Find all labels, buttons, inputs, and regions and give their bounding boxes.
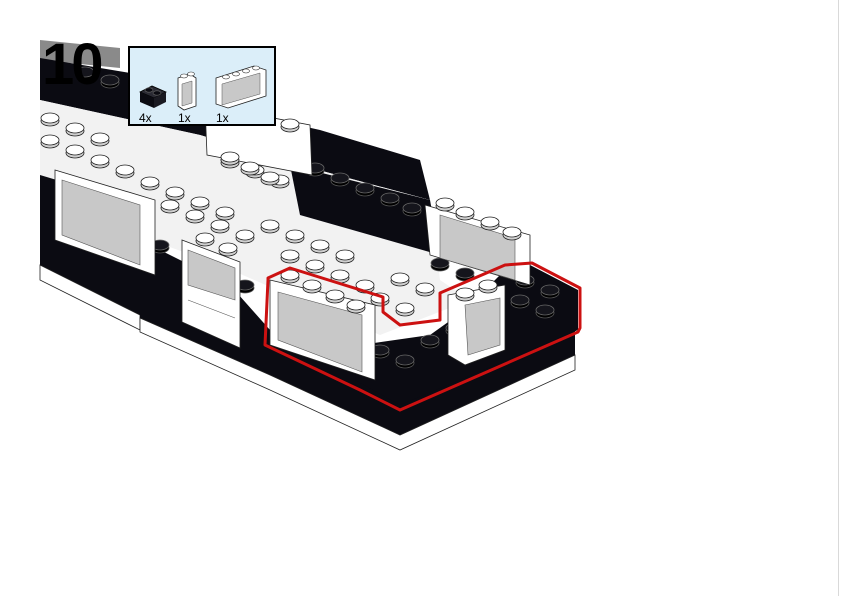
- base-white-plate: [139, 317, 576, 451]
- gray-wall-corner: [40, 40, 120, 68]
- parts-icons: [139, 65, 267, 111]
- part-quantity: 1x: [178, 111, 191, 125]
- new-window-1x2x2: [447, 279, 506, 366]
- new-window-1x4x2: [269, 269, 376, 381]
- left-window: [54, 169, 156, 276]
- white-floor-surface: [40, 100, 470, 335]
- part-quantity: 4x: [139, 111, 152, 125]
- door: [181, 232, 241, 349]
- part-quantity: 1x: [216, 111, 229, 125]
- step-number: 10: [42, 32, 103, 97]
- new-parts-highlight: [263, 261, 582, 412]
- parts-callout: 4x 1x 1x: [128, 46, 276, 126]
- middle-black-row: [290, 165, 440, 255]
- small-window-icon: [177, 71, 197, 111]
- page-edge-divider: [838, 0, 839, 596]
- front-black-base: [140, 240, 575, 435]
- back-right-window: [424, 197, 531, 286]
- large-window-icon: [215, 65, 267, 109]
- black-brick-icon: [139, 85, 167, 108]
